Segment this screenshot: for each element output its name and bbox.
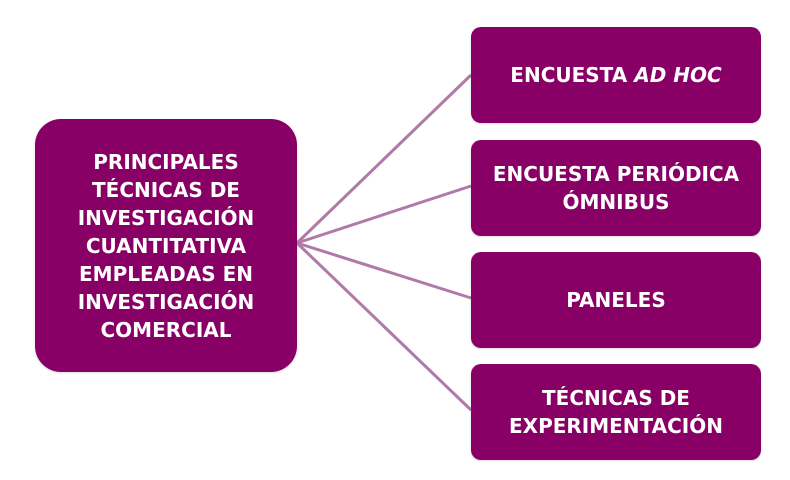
child-node-label-italic: AD HOC <box>634 63 722 87</box>
connector-line-4 <box>295 241 473 412</box>
child-node-experimentacion: TÉCNICAS DE EXPERIMENTACIÓN <box>471 364 761 460</box>
child-node-encuesta-ad-hoc: ENCUESTA AD HOC <box>471 27 761 123</box>
child-node-label-plain: ENCUESTA <box>510 63 635 87</box>
child-node-paneles: PANELES <box>471 252 761 348</box>
connector-line-3 <box>296 241 472 300</box>
child-node-label: ENCUESTA PERIÓDICA ÓMNIBUS <box>492 162 740 214</box>
child-node-encuesta-omnibus: ENCUESTA PERIÓDICA ÓMNIBUS <box>471 140 761 236</box>
connector-line-2 <box>296 184 472 245</box>
child-node-label: ENCUESTA AD HOC <box>510 61 721 89</box>
child-node-label: TÉCNICAS DE EXPERIMENTACIÓN <box>509 386 723 438</box>
root-node: PRINCIPALES TÉCNICAS DE INVESTIGACIÓN CU… <box>35 119 297 372</box>
connector-line-1 <box>295 73 473 245</box>
root-node-label: PRINCIPALES TÉCNICAS DE INVESTIGACIÓN CU… <box>77 149 255 342</box>
child-node-label: PANELES <box>566 288 666 312</box>
